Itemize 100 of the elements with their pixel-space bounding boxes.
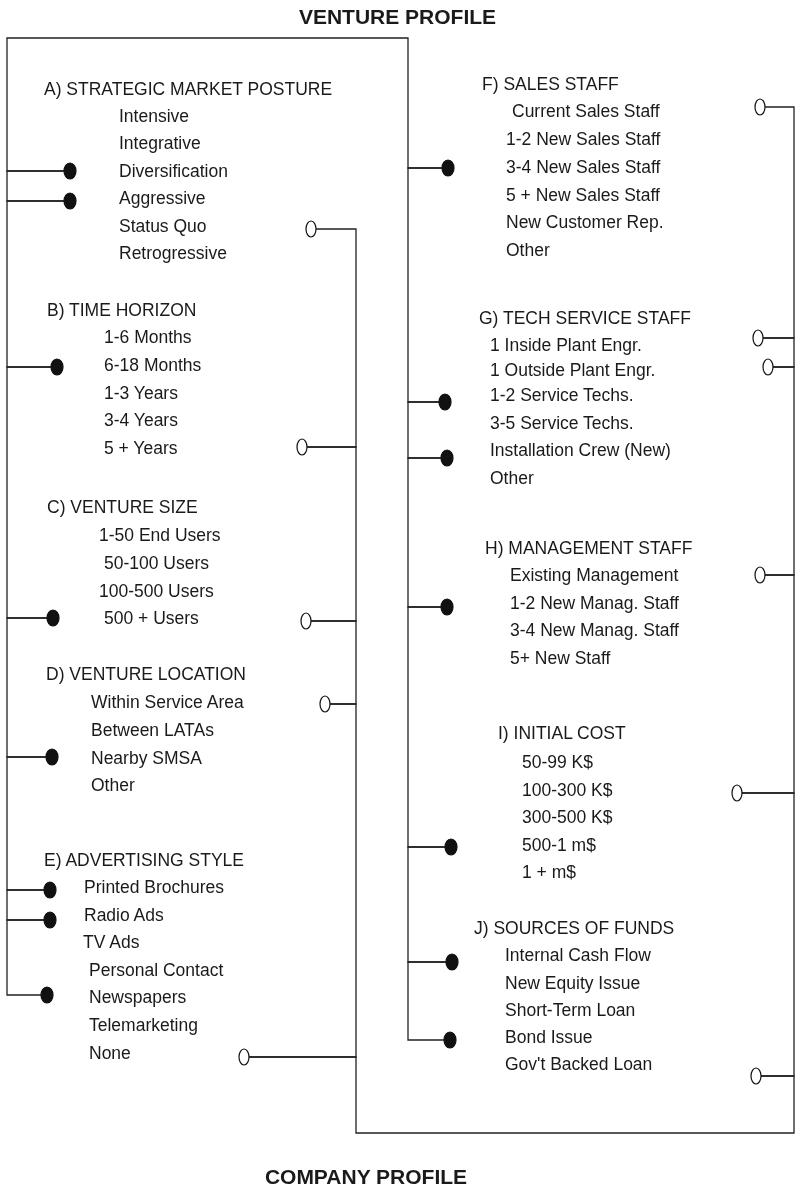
option-text: Intensive [119,105,190,127]
option-text: Short-Term Loan [505,999,636,1021]
open-circle [305,220,317,238]
connector-line [310,620,357,705]
filled-dot [63,162,77,180]
filled-dot [444,838,458,856]
open-circle [296,438,308,456]
filled-dot [43,911,57,929]
open-circle [300,612,312,630]
option-text: Status Quo [119,215,207,237]
option-text: Radio Ads [84,904,164,926]
option-text: 500 + Users [104,607,199,629]
open-circle [754,566,766,584]
filled-dot [440,449,454,467]
option-text: 500-1 m$ [522,834,596,856]
connector-line [248,1056,795,1134]
option-text: Aggressive [119,187,206,209]
option-text: Existing Management [510,564,679,586]
connector-line [407,167,443,403]
open-circle [731,784,743,802]
option-text: 50-100 Users [104,552,210,574]
caption: COMPANY PROFILE [263,1164,469,1190]
option-text: Other [91,774,135,796]
section-heading: F) SALES STAFF [482,73,619,95]
filled-dot [46,609,60,627]
filled-dot [438,393,452,411]
option-text: 3-5 Service Techs. [490,412,634,434]
open-circle [752,329,764,347]
section-heading: H) MANAGEMENT STAFF [485,537,693,559]
open-circle [319,695,331,713]
option-text: 100-300 K$ [522,779,613,801]
option-text: 1-2 New Sales Staff [506,128,661,150]
option-text: Diversification [119,160,228,182]
open-circle [238,1048,250,1066]
option-text: TV Ads [83,931,140,953]
option-text: 1-2 New Manag. Staff [510,592,679,614]
connector-line [764,366,795,576]
option-text: New Customer Rep. [506,211,664,233]
option-text: 1-3 Years [104,382,178,404]
section-heading: C) VENTURE SIZE [47,496,198,518]
option-text: Printed Brochures [84,876,225,898]
connector-line [6,170,65,202]
filled-dot [40,986,54,1004]
option-text: Telemarketing [89,1014,198,1036]
option-text: Retrogressive [119,242,227,264]
option-text: 1 + m$ [522,861,576,883]
option-text: 50-99 K$ [522,751,594,773]
connector-line [407,846,447,963]
option-text: 100-500 Users [99,580,214,602]
option-text: 6-18 Months [104,354,202,376]
option-text: New Equity Issue [505,972,641,994]
section-heading: E) ADVERTISING STYLE [44,849,244,871]
option-text: Gov't Backed Loan [505,1053,653,1075]
option-text: Nearby SMSA [91,747,202,769]
option-text: Other [490,467,534,489]
open-circle [754,98,766,116]
option-text: Integrative [119,132,201,154]
option-text: 5+ New Staff [510,647,611,669]
option-text: 5 + Years [104,437,178,459]
option-text: None [89,1042,131,1064]
section-heading: A) STRATEGIC MARKET POSTURE [44,78,333,100]
option-text: Newspapers [89,986,187,1008]
option-text: 1 Inside Plant Engr. [490,334,642,356]
section-heading: G) TECH SERVICE STAFF [479,307,691,329]
option-text: 1-2 Service Techs. [490,384,634,406]
filled-dot [443,1031,457,1049]
option-text: Current Sales Staff [512,100,660,122]
option-text: Installation Crew (New) [490,439,671,461]
connector-line [6,889,45,921]
filled-dot [440,598,454,616]
connector-line [741,574,795,794]
option-text: 1 Outside Plant Engr. [490,359,656,381]
filled-dot [45,748,59,766]
connector-line [306,446,357,622]
connector-line [407,961,447,1041]
option-text: Other [506,239,550,261]
option-text: Between LATAs [91,719,214,741]
connector-line [6,617,48,758]
option-text: 5 + New Sales Staff [506,184,660,206]
connector-line [762,106,795,339]
filled-dot [50,358,64,376]
option-text: 300-500 K$ [522,806,613,828]
section-heading: J) SOURCES OF FUNDS [474,917,675,939]
open-circle [750,1067,762,1085]
filled-dot [43,881,57,899]
option-text: 3-4 Years [104,409,178,431]
title: VENTURE PROFILE [297,4,498,30]
section-heading: B) TIME HORIZON [47,299,197,321]
connector-line [407,457,442,608]
option-text: Within Service Area [91,691,244,713]
option-text: 1-6 Months [104,326,192,348]
option-text: 1-50 End Users [99,524,221,546]
filled-dot [63,192,77,210]
option-text: 3-4 New Sales Staff [506,156,661,178]
option-text: Personal Contact [89,959,224,981]
option-text: Bond Issue [505,1026,593,1048]
open-circle [762,358,774,376]
option-text: Internal Cash Flow [505,944,651,966]
section-heading: D) VENTURE LOCATION [46,663,246,685]
filled-dot [441,159,455,177]
